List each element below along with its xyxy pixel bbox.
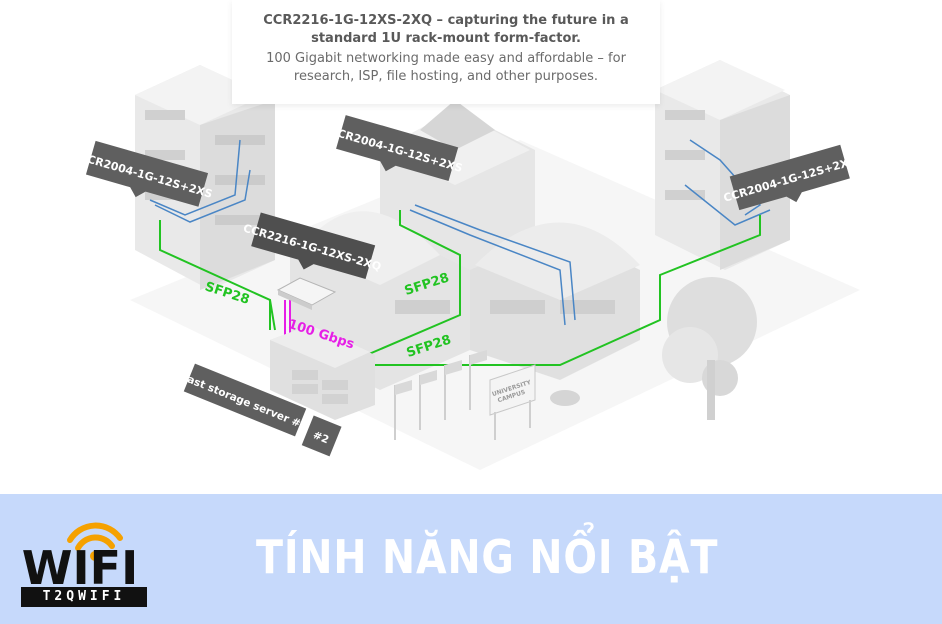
feature-banner: WIFI T2QWIFI TÍNH NĂNG NỔI BẬT xyxy=(0,494,942,624)
wifi-logo-mark: WIFI xyxy=(22,522,138,595)
campus-network-diagram: UNIVERSITY CAMPUS CCR2004-1G-12S+2XS CCR… xyxy=(85,60,850,457)
product-callout: CCR2216-1G-12XS-2XQ – capturing the futu… xyxy=(232,0,660,104)
logo-subtitle: T2QWIFI xyxy=(21,587,147,607)
core-router-device xyxy=(276,277,337,310)
t2qwifi-logo: WIFI T2QWIFI xyxy=(10,510,152,610)
network-illustration: UNIVERSITY CAMPUS CCR2004-1G-12S+2XS CCR… xyxy=(85,0,850,457)
callout-title: CCR2216-1G-12XS-2XQ – capturing the futu… xyxy=(263,13,629,46)
callout-body: 100 Gigabit networking made easy and aff… xyxy=(266,51,626,84)
logo-wordmark: WIFI xyxy=(22,541,138,590)
tree-illustration xyxy=(662,277,757,420)
campus-sign: UNIVERSITY CAMPUS xyxy=(489,364,580,440)
right-building xyxy=(655,60,790,270)
storage-label-2: #2 xyxy=(311,429,330,446)
campus-flags xyxy=(394,350,487,440)
storage-tag-2: #2 xyxy=(301,415,342,457)
sfp28-links xyxy=(159,210,761,366)
storage-servers xyxy=(270,325,375,420)
banner-title: TÍNH NĂNG NỔI BẬT xyxy=(256,530,719,584)
